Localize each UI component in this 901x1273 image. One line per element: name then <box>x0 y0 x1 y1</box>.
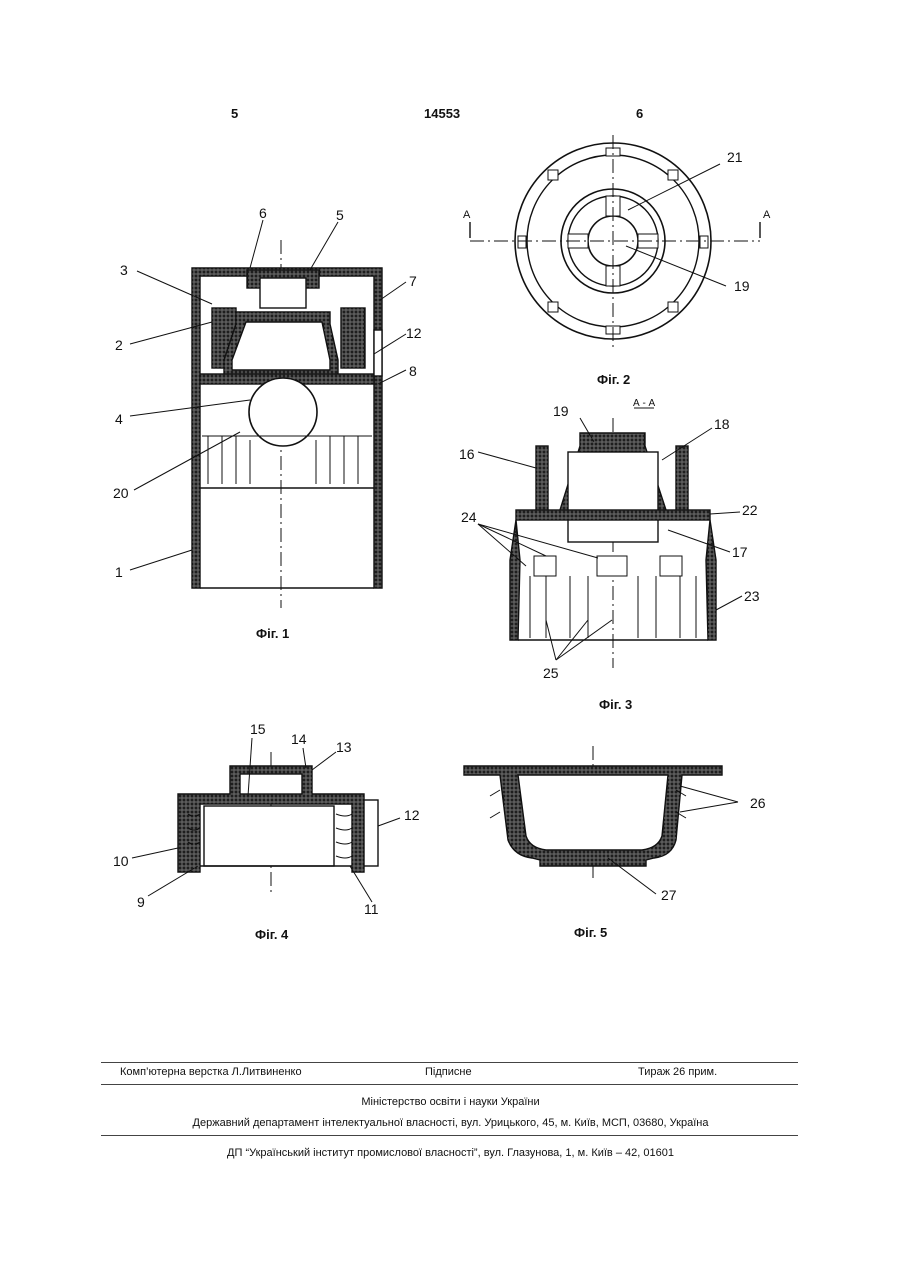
fig1-label-12: 12 <box>406 325 422 341</box>
fig5-label-26: 26 <box>750 795 766 811</box>
fig3-label-18: 18 <box>714 416 730 432</box>
fig1-label-4: 4 <box>115 411 123 427</box>
fig5-caption: Фіг. 5 <box>574 925 607 940</box>
fig3-label-22: 22 <box>742 502 758 518</box>
fig3-label-19: 19 <box>553 403 569 419</box>
fig1-label-1: 1 <box>115 564 123 580</box>
fig4-label-15: 15 <box>250 721 266 737</box>
fig3-label-16: 16 <box>459 446 475 462</box>
fig4-label-13: 13 <box>336 739 352 755</box>
footer-layout-credit: Комп’ютерна верстка Л.Литвиненко <box>120 1066 302 1078</box>
fig1-label-2: 2 <box>115 337 123 353</box>
footer-rule-middle <box>101 1084 798 1085</box>
fig1-label-7: 7 <box>409 273 417 289</box>
footer-department: Державний департамент інтелектуальної вл… <box>0 1117 901 1129</box>
figure-2-drawing <box>470 135 760 348</box>
fig2-section-mark-left: A <box>463 209 471 221</box>
fig4-label-14: 14 <box>291 731 307 747</box>
figure-3-drawing <box>478 408 742 668</box>
footer-institute: ДП “Український інститут промислової вла… <box>0 1147 901 1159</box>
figure-1-drawing <box>130 220 406 608</box>
fig1-label-8: 8 <box>409 363 417 379</box>
fig3-label-25: 25 <box>543 665 559 681</box>
fig2-label-19: 19 <box>734 278 750 294</box>
fig4-label-11: 11 <box>364 901 379 917</box>
footer-ministry: Міністерство освіти і науки України <box>0 1096 901 1108</box>
fig1-label-5: 5 <box>336 207 344 223</box>
fig3-section-title: А - А <box>633 398 656 409</box>
fig3-label-17: 17 <box>732 544 748 560</box>
footer-rule-top <box>101 1062 798 1063</box>
fig3-label-24: 24 <box>461 509 477 525</box>
fig1-caption: Фіг. 1 <box>256 626 289 641</box>
footer-signed: Підписне <box>425 1066 472 1078</box>
footer-circulation: Тираж 26 прим. <box>638 1066 717 1078</box>
fig4-label-12: 12 <box>404 807 420 823</box>
fig4-caption: Фіг. 4 <box>255 927 288 942</box>
fig3-label-23: 23 <box>744 588 760 604</box>
figure-5-drawing <box>464 746 738 894</box>
fig1-label-6: 6 <box>259 205 267 221</box>
figure-4-drawing <box>132 738 400 902</box>
fig2-label-21: 21 <box>727 149 743 165</box>
fig2-caption: Фіг. 2 <box>597 372 630 387</box>
fig4-label-10: 10 <box>113 853 129 869</box>
fig1-label-3: 3 <box>120 262 128 278</box>
fig5-label-27: 27 <box>661 887 677 903</box>
fig4-label-9: 9 <box>137 894 145 910</box>
fig3-caption: Фіг. 3 <box>599 697 632 712</box>
fig1-label-20: 20 <box>113 485 129 501</box>
fig2-section-mark-right: A <box>763 209 771 221</box>
footer-rule-bottom <box>101 1135 798 1136</box>
